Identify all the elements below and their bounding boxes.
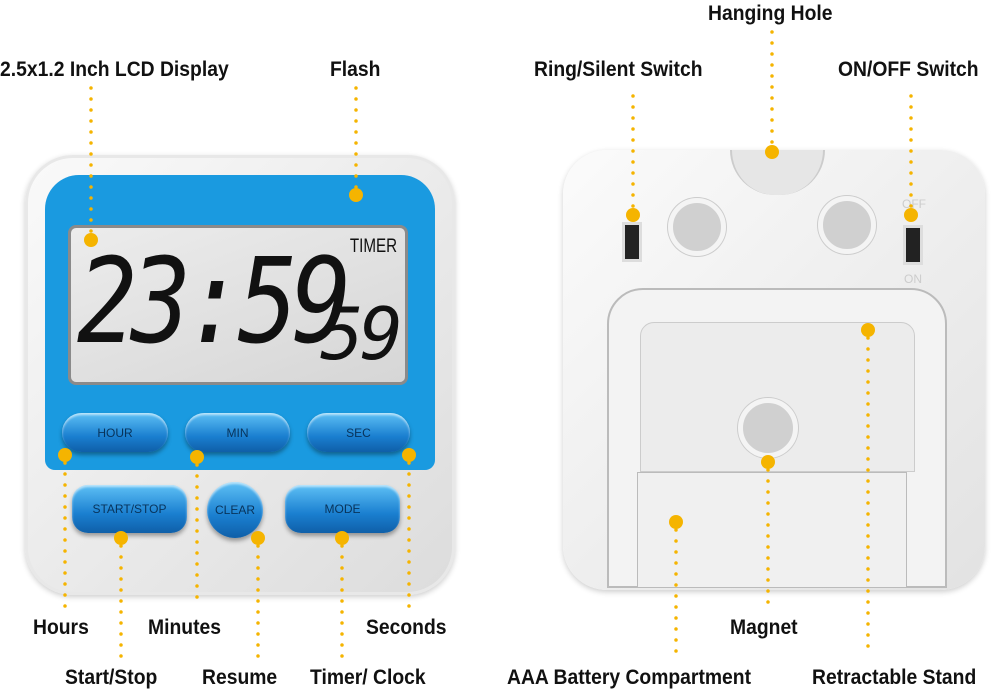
label-magnet: Magnet xyxy=(730,616,798,639)
label-timer-clock: Timer/ Clock xyxy=(310,666,426,689)
leader-dot-seconds xyxy=(402,448,416,462)
label-resume: Resume xyxy=(202,666,278,689)
sec-button[interactable]: SEC xyxy=(307,413,410,452)
leader-dot-lcd xyxy=(84,233,98,247)
battery-compartment[interactable] xyxy=(637,472,907,588)
label-hanging-hole: Hanging Hole xyxy=(708,2,833,25)
leader-dot-hanging xyxy=(765,145,779,159)
leader-dot-minutes xyxy=(190,450,204,464)
timer-mode-label: TIMER xyxy=(349,236,397,257)
leader-dot-battery xyxy=(669,515,683,529)
off-label: OFF xyxy=(902,197,926,211)
hour-button[interactable]: HOUR xyxy=(62,413,168,452)
label-flash: Flash xyxy=(330,58,381,81)
leader-dot-ring xyxy=(626,208,640,222)
on-label: ON xyxy=(904,272,922,286)
min-button[interactable]: MIN xyxy=(185,413,290,452)
lcd-screen: TIMER 23:59 59 xyxy=(68,225,408,385)
leader-dot-timerclock xyxy=(335,531,349,545)
start-stop-button[interactable]: START/STOP xyxy=(72,485,187,533)
magnet-left xyxy=(668,198,726,256)
label-seconds: Seconds xyxy=(366,616,447,639)
leader-dot-resume xyxy=(251,531,265,545)
leader-dot-stand xyxy=(861,323,875,337)
label-start-stop: Start/Stop xyxy=(65,666,158,689)
leader-dot-startstop xyxy=(114,531,128,545)
label-on-off: ON/OFF Switch xyxy=(838,58,979,81)
mode-button[interactable]: MODE xyxy=(285,485,400,533)
label-minutes: Minutes xyxy=(148,616,221,639)
leader-dot-magnet xyxy=(761,455,775,469)
label-ring-silent: Ring/Silent Switch xyxy=(534,58,703,81)
leader-dot-onoff xyxy=(904,208,918,222)
on-off-switch[interactable] xyxy=(903,225,923,265)
magnet-right xyxy=(818,196,876,254)
label-hours: Hours xyxy=(33,616,89,639)
label-battery: AAA Battery Compartment xyxy=(507,666,752,689)
clear-button[interactable]: CLEAR xyxy=(207,482,263,538)
ring-silent-switch[interactable] xyxy=(622,222,642,262)
time-seconds: 59 xyxy=(320,292,403,376)
label-lcd-display: 2.5x1.2 Inch LCD Display xyxy=(0,58,229,81)
time-main: 23:59 xyxy=(77,232,352,370)
label-stand: Retractable Stand xyxy=(812,666,977,689)
leader-dot-flash xyxy=(349,188,363,202)
leader-dot-hours xyxy=(58,448,72,462)
